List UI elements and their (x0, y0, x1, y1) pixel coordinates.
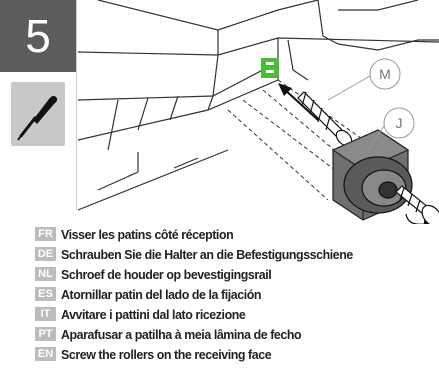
lang-tag-en: EN (35, 347, 56, 361)
instruction-text-en: Screw the rollers on the receiving face (61, 346, 272, 362)
instruction-row-nl: NL Schroef de houder op bevestigingsrail (35, 266, 285, 282)
lang-tag-nl: NL (35, 267, 56, 281)
lang-tag-de: DE (35, 247, 56, 261)
step-number-box: 5 (0, 0, 76, 72)
lang-tag-es: ES (35, 287, 56, 301)
instruction-text-es: Atornillar patin del lado de la fijación (61, 286, 262, 302)
instruction-text-pt: Aparafusar a patilha à meia lâmina de fe… (61, 326, 302, 342)
lang-tag-pt: PT (35, 327, 56, 341)
instruction-text-it: Avvitare i pattini dal lato ricezione (61, 306, 246, 322)
tool-box (11, 82, 65, 146)
sidebar-divider (76, 0, 77, 210)
step-number: 5 (25, 10, 51, 62)
instruction-row-de: DE Schrauben Sie die Halter an die Befes… (35, 246, 372, 262)
callout-m: M (379, 66, 391, 82)
lang-tag-it: IT (35, 307, 56, 321)
callout-j: J (395, 115, 403, 131)
assembly-illustration (78, 0, 439, 224)
screwdriver-icon (17, 95, 58, 141)
instruction-text-de: Schrauben Sie die Halter an die Befestig… (61, 246, 353, 262)
instruction-row-fr: FR Visser les patins côté réception (35, 226, 244, 242)
instruction-text-fr: Visser les patins côté réception (61, 226, 234, 242)
instruction-row-pt: PT Aparafusar a patilha à meia lâmina de… (35, 326, 317, 342)
instruction-row-en: EN Screw the rollers on the receiving fa… (35, 346, 285, 362)
sidebar: 5 (0, 0, 76, 371)
instruction-row-es: ES Atornillar patin del lado de la fijac… (35, 286, 274, 302)
lang-tag-fr: FR (35, 227, 56, 241)
instruction-row-it: IT Avvitare i pattini dal lato ricezione (35, 306, 257, 322)
instruction-text-nl: Schroef de houder op bevestigingsrail (61, 266, 272, 282)
